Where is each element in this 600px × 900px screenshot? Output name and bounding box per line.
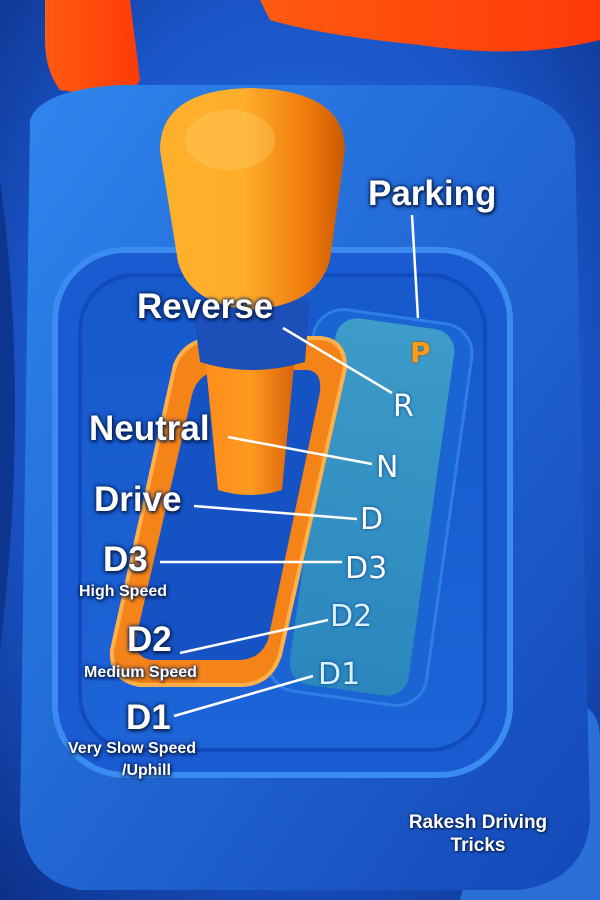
pointer-lines	[160, 214, 420, 718]
pointer-line-parking	[410, 214, 420, 319]
label-drive: Drive	[94, 480, 182, 519]
label-d1: D1	[126, 698, 171, 737]
seat-right-top	[260, 0, 600, 52]
pointer-line-neutral	[227, 435, 373, 466]
gate-position-n: N	[376, 450, 399, 485]
pointer-line-reverse	[282, 326, 393, 395]
knob-highlight	[185, 110, 275, 170]
label-parking: Parking	[368, 174, 497, 213]
credit-line-1: Rakesh Driving	[408, 812, 548, 833]
label-d2: D2	[127, 620, 172, 659]
pointer-line-d1	[173, 674, 314, 718]
seat-left-top	[45, 0, 140, 96]
gate-position-r: R	[393, 389, 414, 424]
label-d3: D3	[103, 540, 148, 579]
gate-position-d1: D1	[318, 657, 361, 692]
gate-position-d3: D3	[345, 551, 388, 586]
gate-position-p: P	[410, 336, 431, 369]
label-neutral: Neutral	[89, 409, 210, 448]
pointer-line-d2	[179, 618, 329, 655]
shifter-knob	[160, 88, 345, 310]
shifter-stem	[205, 355, 295, 495]
gate-position-d2: D2	[330, 599, 373, 634]
label-reverse: Reverse	[137, 287, 274, 326]
gate-position-d: D	[360, 502, 384, 537]
label-d3-description: High Speed	[79, 583, 168, 600]
label-d1-description-line2: /Uphill	[122, 762, 171, 779]
credit-watermark: Rakesh Driving Tricks	[388, 811, 568, 857]
knob-collar	[192, 300, 310, 370]
label-d1-description-line1: Very Slow Speed	[68, 740, 197, 757]
console-left-edge	[0, 180, 15, 650]
label-d2-description: Medium Speed	[84, 664, 197, 681]
credit-line-2: Tricks	[450, 835, 506, 856]
pointer-line-drive	[193, 504, 358, 521]
